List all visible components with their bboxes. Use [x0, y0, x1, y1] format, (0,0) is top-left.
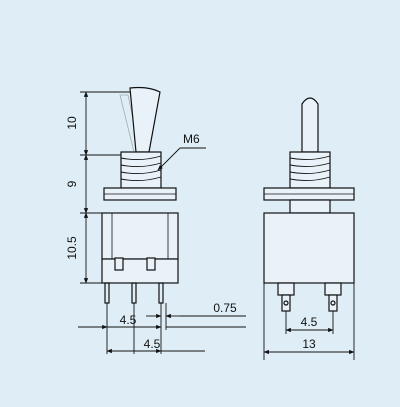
front-view [263, 97, 355, 312]
front-terminals [277, 282, 342, 312]
side-view [101, 86, 179, 304]
dim-pin-thickness: 0.75 [213, 301, 237, 315]
front-stem [289, 199, 331, 214]
thread-callout [157, 147, 206, 171]
side-body [101, 212, 179, 260]
thread-label: M6 [183, 132, 200, 146]
side-base [101, 258, 179, 284]
dim-pin-spacing-side: 4.5 [120, 313, 137, 327]
dim-pin-offset-side: 4.5 [144, 337, 161, 351]
side-bushing-threads [120, 155, 162, 182]
dim-lever-height: 10 [65, 116, 79, 130]
dim-body-height: 10.5 [65, 236, 79, 260]
dim-pin-spacing-front: 4.5 [301, 315, 318, 329]
side-vertical-dimensions [80, 91, 130, 284]
side-horizontal-dimensions [78, 303, 246, 354]
front-bushing-threads [289, 155, 331, 182]
front-body [263, 212, 355, 284]
front-lever [301, 97, 319, 153]
dim-bushing-height: 9 [65, 180, 79, 187]
front-dimensions [263, 283, 355, 360]
dim-body-width: 13 [302, 337, 316, 351]
side-lever [129, 86, 161, 153]
